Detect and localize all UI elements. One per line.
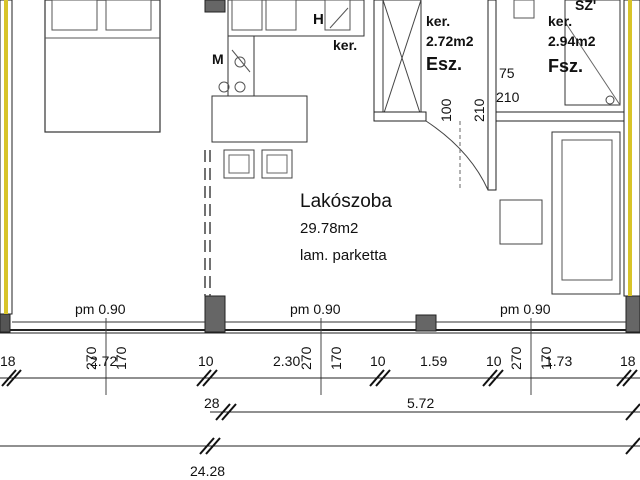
living-name: Lakószoba bbox=[300, 191, 392, 212]
dimension-row-2: 28 5.72 bbox=[204, 395, 640, 421]
dimension-row-3: 24.28 bbox=[0, 437, 640, 479]
door-dims: 75 210 100 210 bbox=[438, 65, 520, 122]
dim-2-30: 2.30 bbox=[273, 353, 300, 369]
door-left-dim: 100 bbox=[438, 98, 454, 122]
dim-2-72: 2.72 bbox=[90, 353, 117, 369]
dim-1-59: 1.59 bbox=[420, 353, 447, 369]
wardrobe-name: Esz. bbox=[426, 54, 462, 74]
partition-wall bbox=[425, 0, 625, 191]
wardrobe-area: 2.72m2 bbox=[426, 33, 474, 49]
dimension-row-1: 18 2.72 10 2.30 10 1.59 10 1.73 18 bbox=[0, 353, 640, 387]
window-label: pm 0.90 bbox=[500, 301, 551, 317]
window-h2: 170 bbox=[538, 346, 554, 370]
dim-10-a: 10 bbox=[198, 353, 214, 369]
dim-10-b: 10 bbox=[370, 353, 386, 369]
wardrobe-room: ker. 2.72m2 Esz. bbox=[373, 0, 474, 122]
window-label: pm 0.90 bbox=[75, 301, 126, 317]
living-floor: lam. parketta bbox=[300, 247, 387, 264]
door-height-side: 210 bbox=[471, 98, 487, 122]
kitchen-h-label: H bbox=[313, 11, 324, 28]
kitchen-m-label: M bbox=[212, 51, 224, 67]
window-2: pm 0.90 270 170 bbox=[290, 301, 344, 395]
bathroom: SZ' ker. 2.94m2 Fsz. bbox=[513, 0, 621, 106]
bath-area: 2.94m2 bbox=[548, 33, 596, 49]
sofa bbox=[499, 131, 621, 295]
window-h1: 270 bbox=[508, 346, 524, 370]
door-width: 75 bbox=[499, 65, 515, 81]
living-room-label: Lakószoba 29.78m2 lam. parketta bbox=[300, 191, 392, 264]
window-3: pm 0.90 270 170 bbox=[500, 301, 554, 395]
bed bbox=[44, 0, 161, 133]
dim-24-28: 24.28 bbox=[190, 463, 225, 479]
wardrobe-floor: ker. bbox=[426, 13, 450, 29]
kitchen: H M ker. bbox=[204, 0, 365, 296]
window-label: pm 0.90 bbox=[290, 301, 341, 317]
dim-10-c: 10 bbox=[486, 353, 502, 369]
window-1: pm 0.90 270 170 bbox=[75, 301, 129, 395]
window-h2: 170 bbox=[113, 346, 129, 370]
dim-18-right: 18 bbox=[620, 353, 636, 369]
dim-18-left: 18 bbox=[0, 353, 16, 369]
window-h2: 170 bbox=[328, 346, 344, 370]
window-h1: 270 bbox=[83, 346, 99, 370]
exterior-wall bbox=[0, 0, 640, 334]
living-area: 29.78m2 bbox=[300, 220, 358, 237]
bath-name: Fsz. bbox=[548, 56, 583, 76]
dim-28: 28 bbox=[204, 395, 220, 411]
window-h1: 270 bbox=[298, 346, 314, 370]
door-height-top: 210 bbox=[496, 89, 520, 105]
kitchen-floor-label: ker. bbox=[333, 37, 357, 53]
dim-1-73: 1.73 bbox=[545, 353, 572, 369]
bath-floor: ker. bbox=[548, 13, 572, 29]
bath-top-label: SZ' bbox=[575, 0, 596, 13]
dim-5-72: 5.72 bbox=[407, 395, 434, 411]
